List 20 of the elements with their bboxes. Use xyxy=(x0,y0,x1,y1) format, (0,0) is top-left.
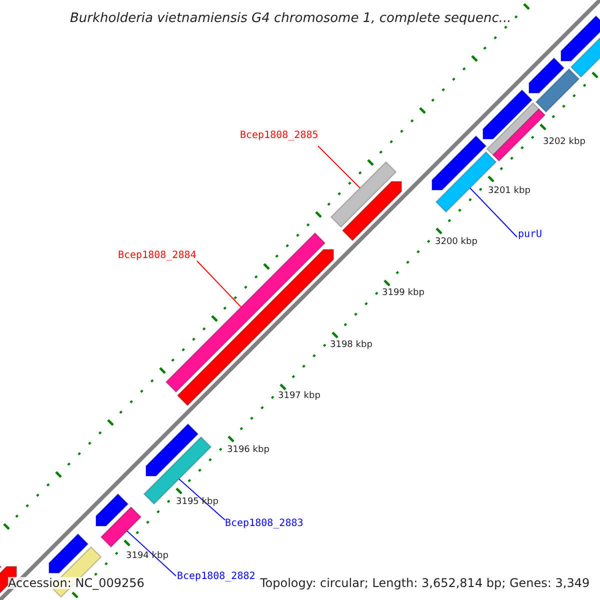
leader-line xyxy=(318,146,360,188)
map-title: Burkholderia vietnamiensis G4 chromosome 1, complete sequenc... xyxy=(70,12,512,25)
feature-bar xyxy=(100,506,142,548)
gene-label: Bcep1808_2884 xyxy=(118,251,196,261)
scale-label: 3197 kbp xyxy=(278,392,320,401)
scale-label: 3199 kbp xyxy=(382,289,424,298)
gene-label: Bcep1808_2885 xyxy=(240,131,318,141)
feature-bar xyxy=(330,161,397,228)
leader-line xyxy=(470,188,518,238)
scale-label: 3200 kbp xyxy=(435,238,478,247)
map-info: Accession: NC_009256 xyxy=(8,577,144,589)
gene-label: Bcep1808_2882 xyxy=(177,572,256,582)
scale-label: 3202 kbp xyxy=(543,138,586,147)
gene-label: purU xyxy=(518,230,542,240)
leader-line xyxy=(178,478,226,520)
leader-line xyxy=(126,530,176,576)
map-info: Topology: circular; Length: 3,652,814 bp; Genes: 3,349 xyxy=(260,577,590,589)
scale-label: 3201 kbp xyxy=(488,187,530,196)
gene-label: Bcep1808_2883 xyxy=(225,519,304,529)
leader-line xyxy=(196,260,242,308)
